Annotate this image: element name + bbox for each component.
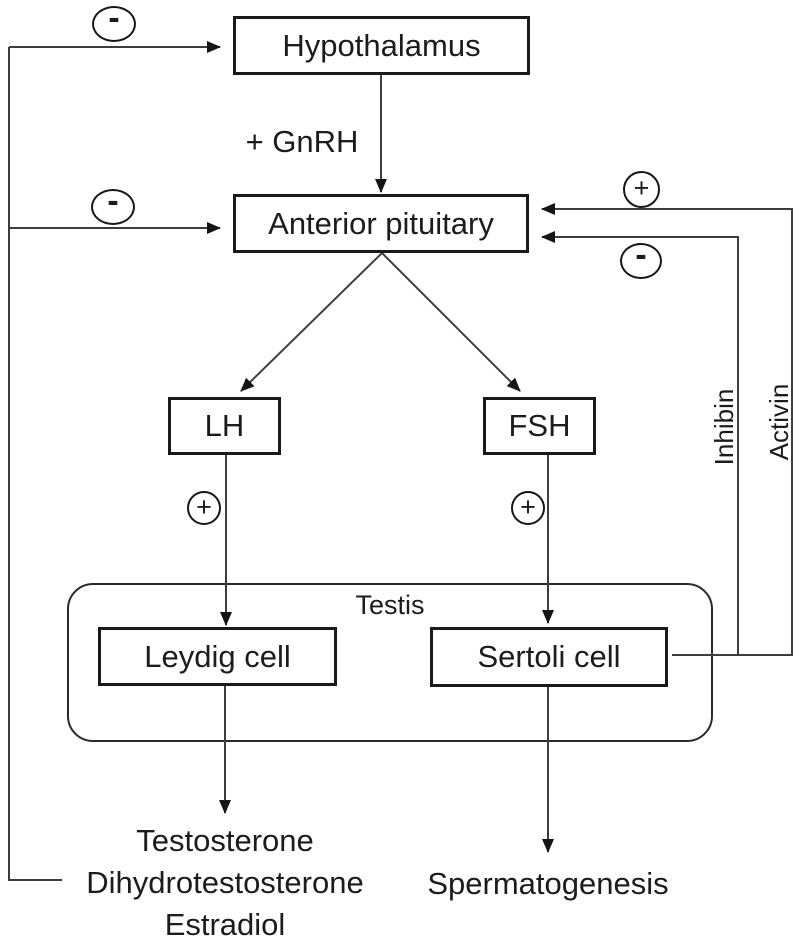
activin-feedback-line xyxy=(541,203,793,656)
plus-sign-icon: + xyxy=(623,171,660,208)
anterior-pituitary-label: Anterior pituitary xyxy=(268,205,494,241)
inhibin-feedback-line xyxy=(541,231,739,655)
anterior-pituitary-node: Anterior pituitary xyxy=(233,194,529,253)
testosterone-label: Testosterone xyxy=(136,823,314,858)
minus-glyph: - xyxy=(108,0,120,37)
pituitary-to-lh-arrow xyxy=(240,252,383,392)
sertoli-cell-node: Sertoli cell xyxy=(430,627,668,687)
estradiol-label: Estradiol xyxy=(164,907,286,940)
pituitary-to-fsh-arrow xyxy=(381,252,521,392)
minus-sign-icon: - xyxy=(91,184,135,225)
inhibin-label: Inhibin xyxy=(708,388,739,466)
sertoli-cell-label: Sertoli cell xyxy=(477,639,621,674)
plus-glyph: + xyxy=(633,173,650,203)
plus-glyph: + xyxy=(196,491,212,522)
lh-label: LH xyxy=(204,408,245,443)
spermatogenesis-label: Spermatogenesis xyxy=(427,866,669,901)
minus-glyph: - xyxy=(107,182,119,220)
testis-label: Testis xyxy=(355,590,425,620)
plus-sign-icon: + xyxy=(511,491,545,525)
fsh-node: FSH xyxy=(483,397,596,455)
hypothalamus-node: Hypothalamus xyxy=(233,16,530,75)
testis-container: Testis xyxy=(67,583,713,742)
minus-sign-icon: - xyxy=(620,238,662,279)
dihydrotestosterone-label: Dihydrotestosterone xyxy=(86,865,364,900)
leydig-cell-node: Leydig cell xyxy=(98,627,337,686)
minus-sign-icon: - xyxy=(92,1,136,42)
lh-node: LH xyxy=(168,397,281,455)
gnrh-label: + GnRH xyxy=(245,124,359,159)
minus-glyph: - xyxy=(635,236,647,274)
hypothalamus-label: Hypothalamus xyxy=(282,27,481,63)
plus-glyph: + xyxy=(520,491,536,522)
activin-label: Activin xyxy=(763,383,794,461)
leydig-cell-label: Leydig cell xyxy=(144,638,291,674)
feedback-left-trunk-line xyxy=(8,47,62,881)
plus-sign-icon: + xyxy=(187,491,221,525)
leydig-products-label: Testosterone Dihydrotestosterone Estradi… xyxy=(55,820,395,940)
fsh-label: FSH xyxy=(508,408,571,443)
